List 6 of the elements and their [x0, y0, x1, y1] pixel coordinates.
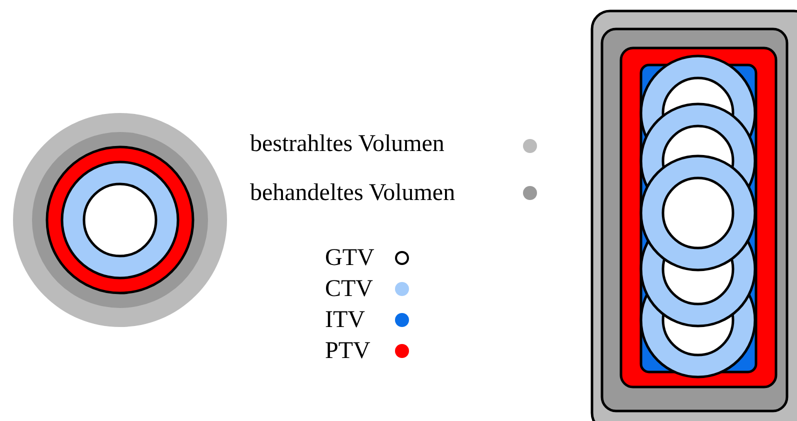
- legend-label: GTV: [325, 244, 374, 272]
- legend-label: ITV: [325, 306, 365, 334]
- legend-label: bestrahltes Volumen: [250, 130, 444, 158]
- legend-label: behandeltes Volumen: [250, 179, 456, 207]
- legend-label: CTV: [325, 275, 373, 303]
- legend-label: PTV: [325, 337, 370, 365]
